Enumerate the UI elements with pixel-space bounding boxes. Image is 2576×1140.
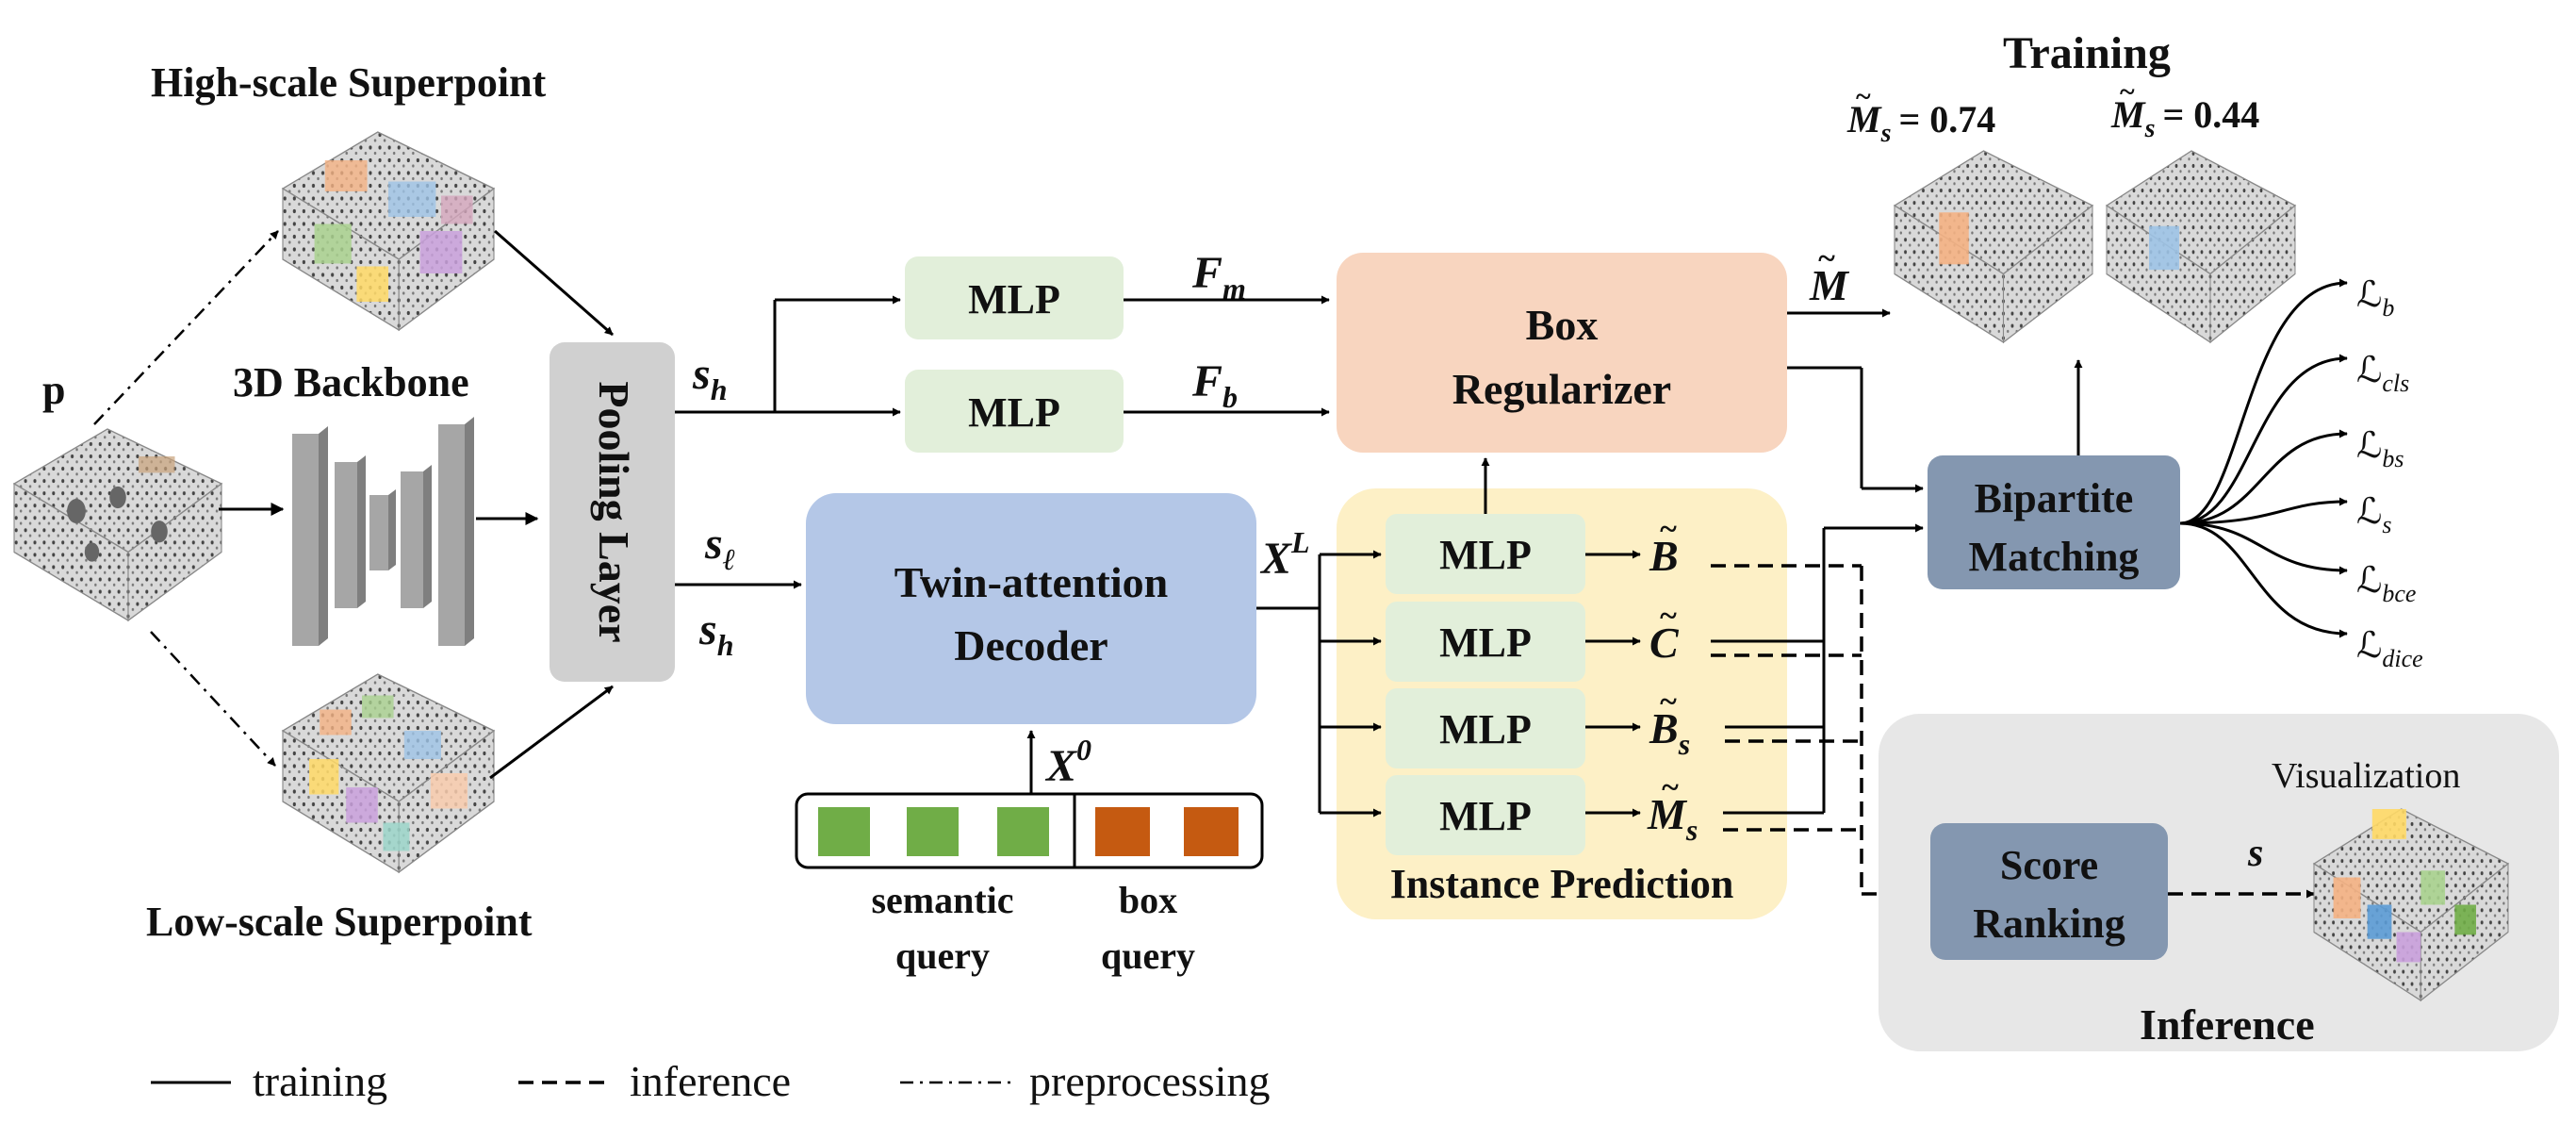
point-cloud-icon <box>13 428 222 621</box>
twin-attention-decoder-box <box>806 493 1256 724</box>
input-p-label: p <box>42 367 65 413</box>
backbone-title: 3D Backbone <box>233 359 469 405</box>
mlp-pred-c-label: MLP <box>1439 620 1532 666</box>
visualization-label: Visualization <box>2272 756 2460 796</box>
decoder-label-2: Decoder <box>954 621 1108 669</box>
decoder-label-1: Twin-attention <box>894 558 1169 606</box>
mlp-pred-b-label: MLP <box>1439 532 1532 578</box>
box-query-label-2: query <box>1101 934 1195 977</box>
s-h-label: sh <box>692 349 727 406</box>
mlp-box-box <box>905 370 1124 453</box>
instance-prediction-label: Instance Prediction <box>1390 861 1734 907</box>
tilde-mark: ~ <box>1659 599 1677 634</box>
s-h-lower-label: sh <box>698 604 733 662</box>
m-tilde-label: M <box>1809 261 1850 309</box>
backbone-bars-icon <box>292 417 474 646</box>
mlp-pred-ms-box <box>1386 775 1585 855</box>
pred-c-label: C <box>1649 619 1680 667</box>
legend-inference-label: inference <box>630 1057 791 1105</box>
low-scale-superpoint-title: Low-scale Superpoint <box>146 899 533 945</box>
loss-s-label: ℒs <box>2356 492 2392 538</box>
pooling-layer-label: Pooling Layer <box>590 381 638 642</box>
pred-ms-label: Ms <box>1647 790 1698 847</box>
bipartite-label-2: Matching <box>1969 534 2140 580</box>
tilde-mark: ~ <box>1659 512 1677 547</box>
point-cloud-icon <box>2106 150 2296 343</box>
score-label-1: Score <box>2000 842 2098 888</box>
high-scale-superpoint-title: High-scale Superpoint <box>151 59 547 106</box>
score-ranking-box <box>1930 823 2168 960</box>
point-cloud-icon <box>282 131 495 331</box>
loss-bs-label: ℒbs <box>2356 426 2404 472</box>
loss-dice-label: ℒdice <box>2356 626 2423 672</box>
loss-b-label: ℒb <box>2356 275 2394 322</box>
box-regularizer-label-1: Box <box>1526 301 1599 349</box>
inference-title: Inference <box>2140 1000 2315 1049</box>
bipartite-label-1: Bipartite <box>1975 475 2134 521</box>
point-cloud-icon <box>2313 808 2509 1001</box>
semantic-query-cell <box>818 807 870 856</box>
pred-bs-label: Bs <box>1649 704 1690 761</box>
semantic-query-label-1: semantic <box>871 879 1013 921</box>
loss-cls-label: ℒcls <box>2356 351 2409 397</box>
mlp-mask-box <box>905 256 1124 339</box>
legend-training-label: training <box>253 1057 387 1105</box>
tilde-mark: ~ <box>1855 81 1871 112</box>
mlp-box-label: MLP <box>968 389 1060 436</box>
box-query-cell <box>1184 807 1239 856</box>
f-b-label: Fb <box>1191 356 1238 414</box>
box-query-cell <box>1095 807 1150 856</box>
mlp-pred-bs-box <box>1386 688 1585 768</box>
box-regularizer-label-2: Regularizer <box>1452 365 1671 413</box>
ms-044-label: Ms= 0.44 <box>2110 93 2259 143</box>
bipartite-matching-box <box>1928 455 2180 589</box>
mlp-mask-label: MLP <box>968 276 1060 322</box>
tilde-mark: ~ <box>1817 241 1835 276</box>
mlp-pred-b-box <box>1386 514 1585 594</box>
s-l-label: sℓ <box>704 519 735 576</box>
legend-preprocessing-label: preprocessing <box>1029 1057 1270 1105</box>
tilde-mark: ~ <box>1659 685 1677 719</box>
score-label-2: Ranking <box>1973 900 2125 947</box>
tilde-mark: ~ <box>1661 770 1679 805</box>
pred-b-label: B <box>1649 532 1679 580</box>
f-m-label: Fm <box>1191 248 1246 306</box>
semantic-query-label-2: query <box>895 934 990 977</box>
semantic-query-cell <box>907 807 959 856</box>
mlp-pred-ms-label: MLP <box>1439 793 1532 839</box>
semantic-query-cell <box>997 807 1049 856</box>
box-query-label-1: box <box>1119 879 1177 921</box>
tilde-mark: ~ <box>2119 76 2135 107</box>
ms-074-label: Ms= 0.74 <box>1846 98 1995 148</box>
point-cloud-icon <box>282 673 495 873</box>
box-regularizer-box <box>1337 253 1787 453</box>
training-title: Training <box>2003 28 2171 78</box>
score-s-label: s <box>2247 832 2263 875</box>
mlp-pred-bs-label: MLP <box>1439 706 1532 752</box>
mlp-pred-c-box <box>1386 602 1585 682</box>
pooling-layer-box <box>550 342 675 682</box>
x-l-label: XL <box>1259 525 1310 584</box>
point-cloud-icon <box>1894 150 2093 343</box>
x-0-label: X0 <box>1044 733 1091 791</box>
loss-bce-label: ℒbce <box>2356 561 2416 607</box>
